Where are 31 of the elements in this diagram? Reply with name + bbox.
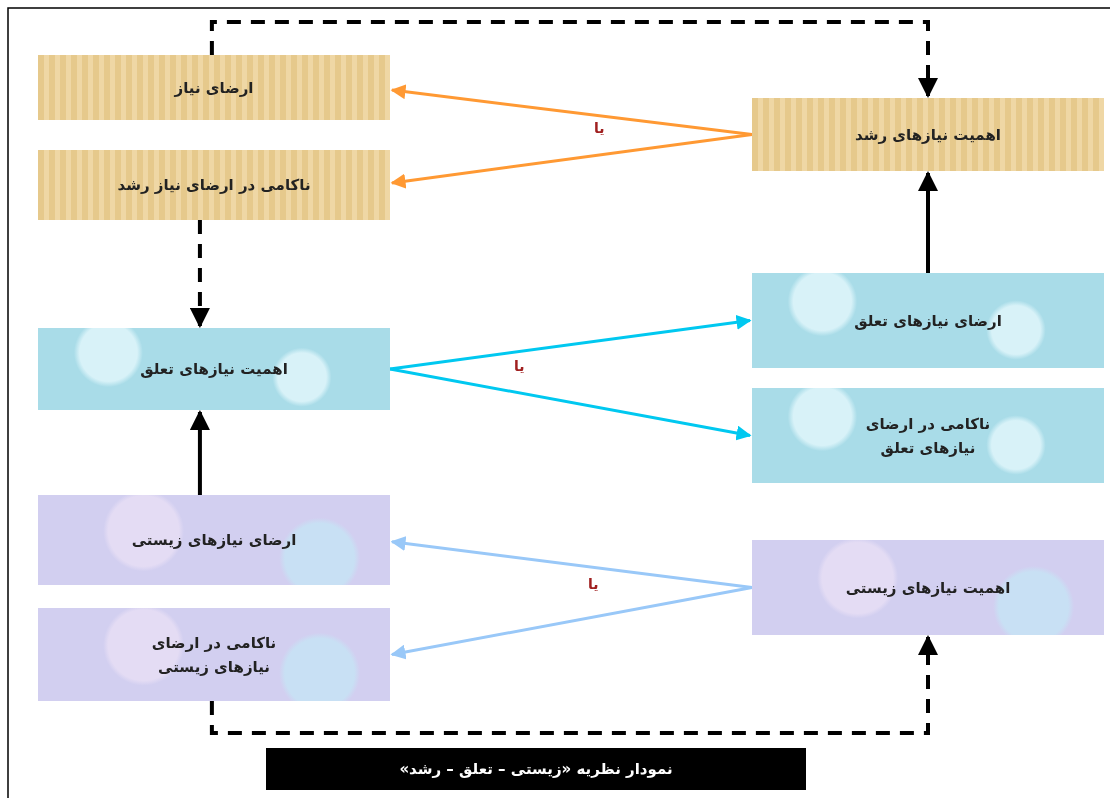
process-box <box>38 328 390 410</box>
edge-label: یا <box>592 120 607 137</box>
arrow <box>209 20 938 98</box>
caption: نمودار نظریه «زیستی – تعلق – رشد» <box>266 748 806 790</box>
arrow <box>189 410 210 495</box>
arrow <box>390 586 753 660</box>
arrow <box>918 171 938 273</box>
process-box <box>38 55 390 120</box>
arrow <box>209 635 938 735</box>
box-label: اهمیت نیازهای تعلق <box>140 359 288 380</box>
box-label: ناکامی در ارضای نیازهای تعلق <box>864 413 992 459</box>
box-label: اهمیت نیازهای رشد <box>855 124 1001 146</box>
process-box <box>38 150 390 220</box>
arrow <box>389 314 752 371</box>
box-label: ارضای نیازهای تعلق <box>854 310 1002 332</box>
arrow <box>189 220 210 328</box>
process-box <box>38 495 390 585</box>
box-label: ارضای نیاز <box>174 77 254 99</box>
process-box <box>752 98 1104 171</box>
box-label: ناکامی در ارضای نیاز رشد <box>117 175 311 196</box>
process-box <box>752 540 1104 635</box>
arrow <box>390 133 753 189</box>
process-box <box>752 273 1104 368</box>
process-box <box>752 388 1104 483</box>
box-label: ارضای نیازهای زیستی <box>131 530 297 551</box>
box-label: ناکامی در ارضای نیازهای زیستی <box>150 632 278 678</box>
edge-label: یا <box>586 576 601 593</box>
process-box <box>38 608 390 701</box>
arrow <box>389 367 752 441</box>
box-label: اهمیت نیازهای زیستی <box>845 577 1011 599</box>
edge-label: یا <box>512 358 527 375</box>
